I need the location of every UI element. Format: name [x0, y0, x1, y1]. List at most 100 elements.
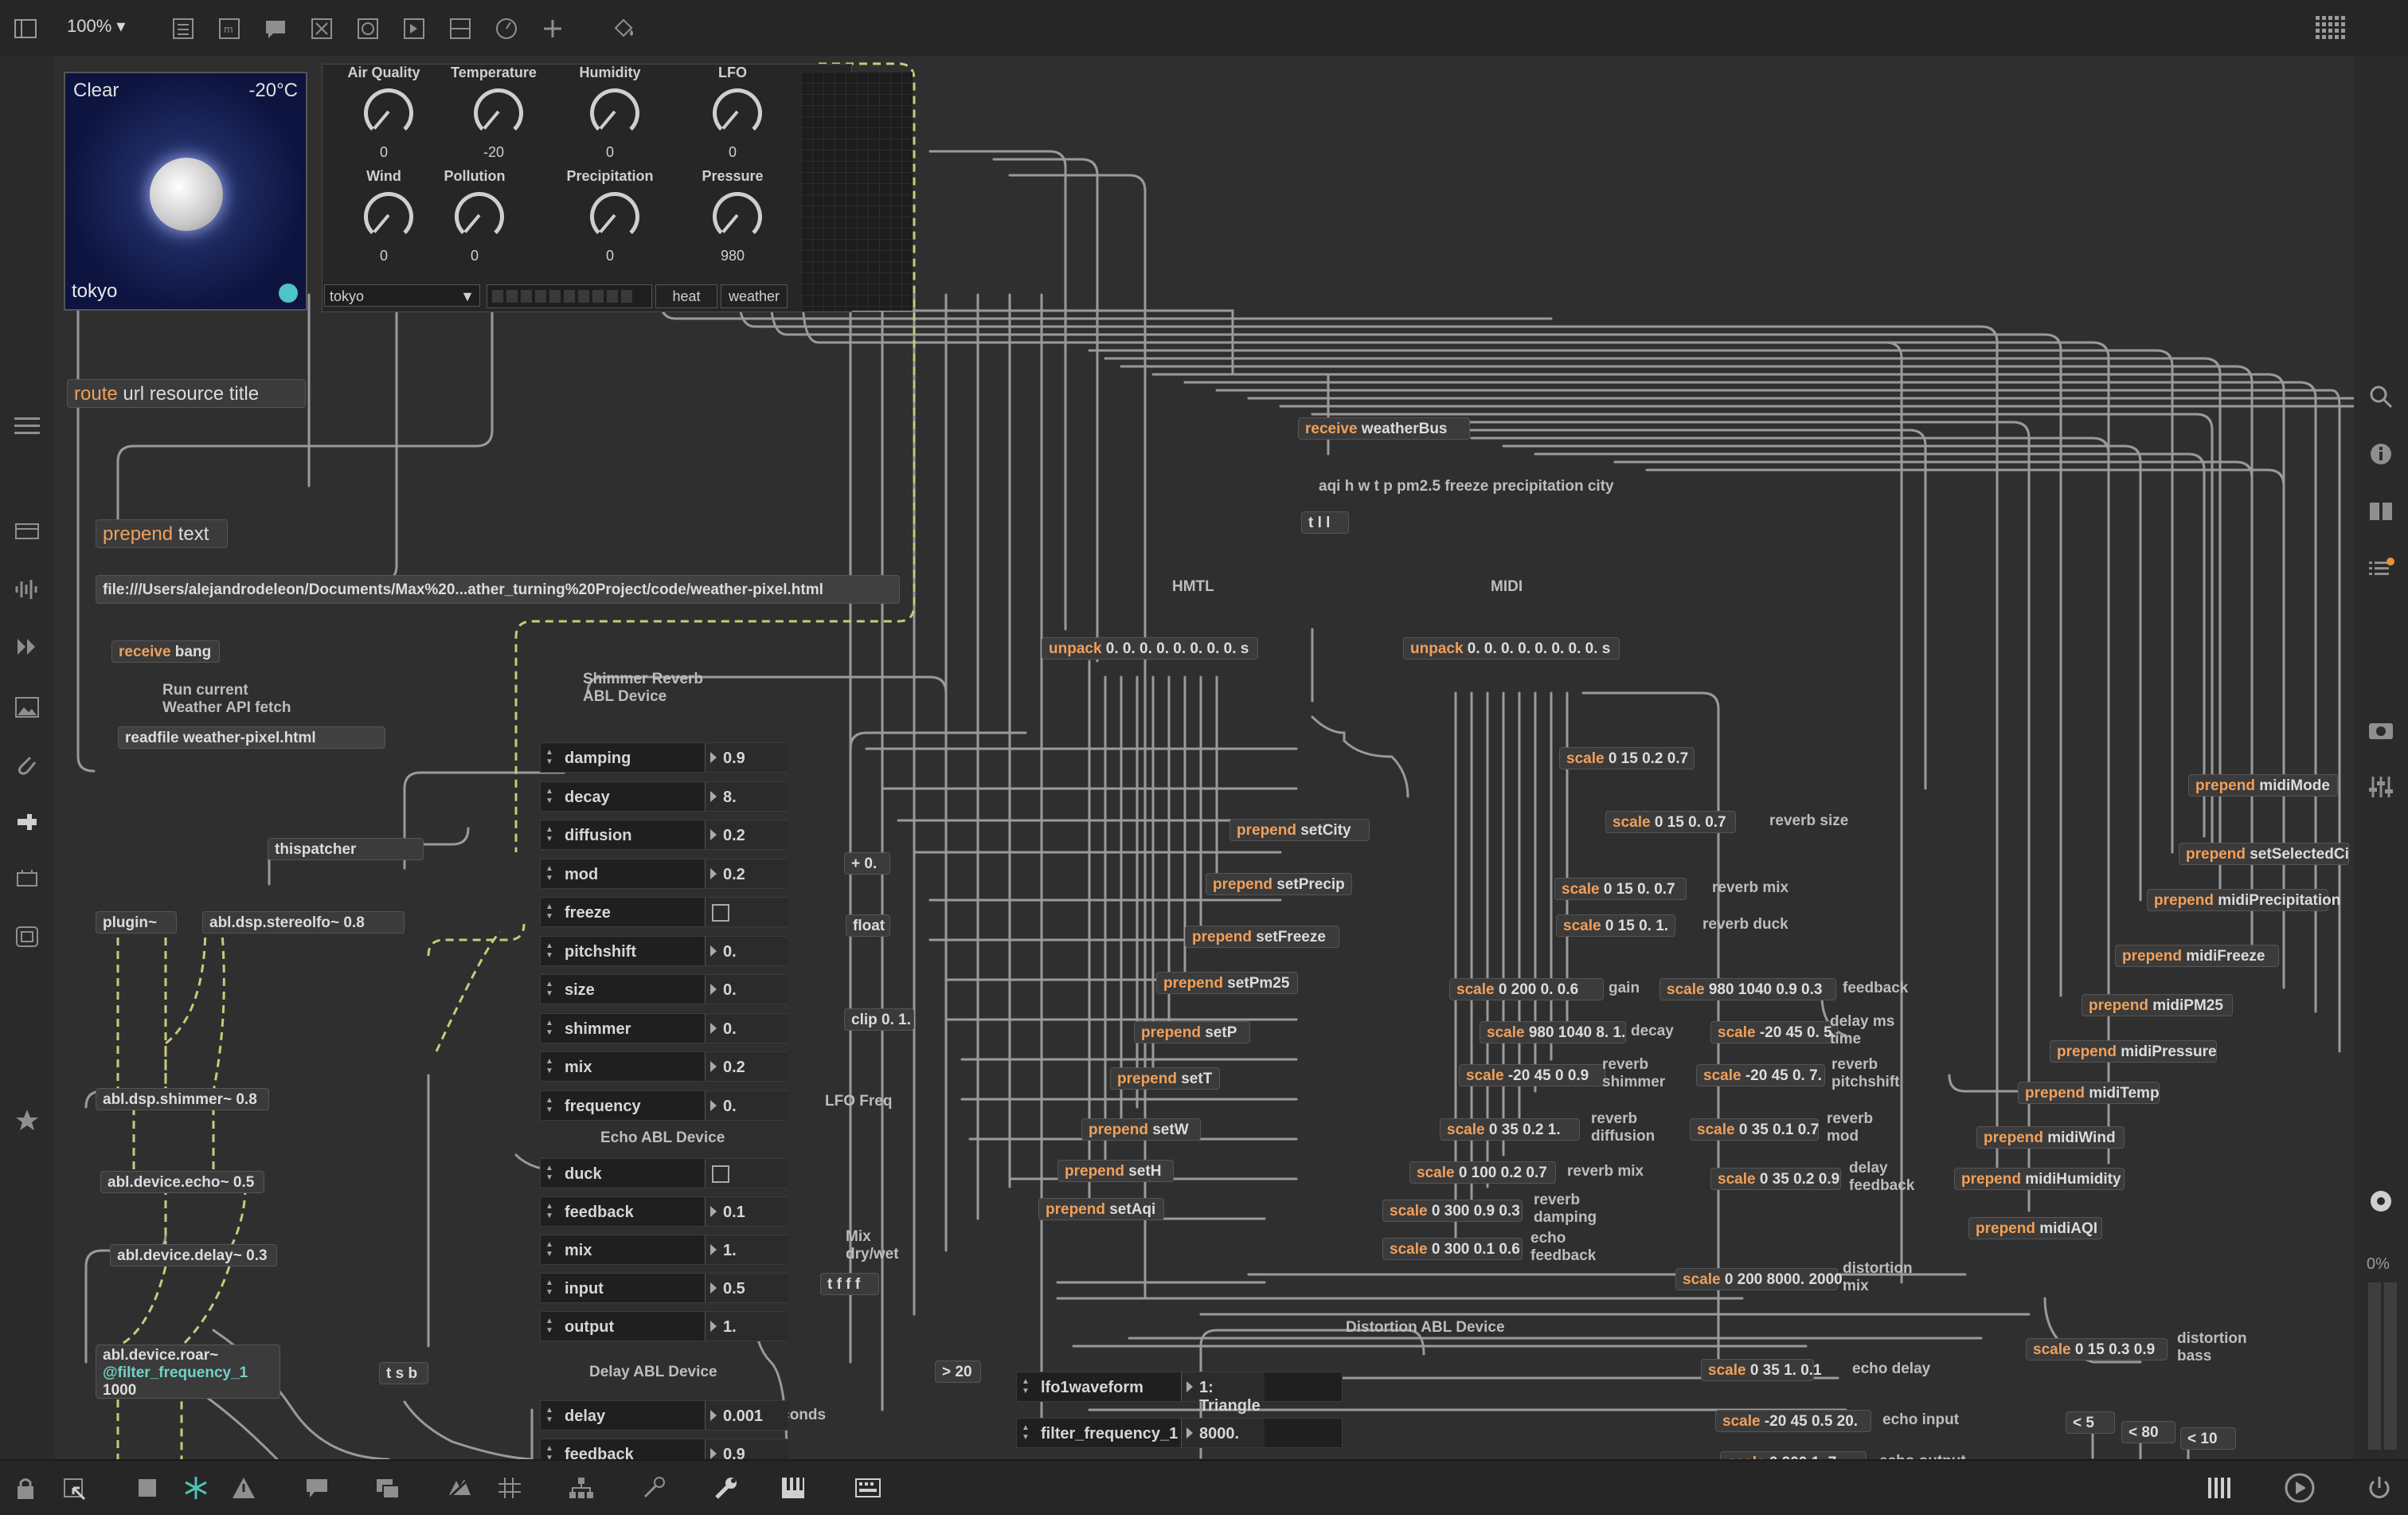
prepend-object[interactable]: prepend midiWind	[1976, 1126, 2125, 1149]
dial-knob-icon[interactable]	[364, 88, 413, 138]
stepper-icon[interactable]: ▲▼	[545, 980, 553, 998]
warning-icon[interactable]	[228, 1472, 260, 1504]
gt20-object[interactable]: > 20	[935, 1360, 981, 1383]
prepend-object[interactable]: prepend setH	[1057, 1160, 1174, 1182]
float-object[interactable]: float	[846, 914, 890, 937]
scale-object[interactable]: scale 0 300 0.1 0.6	[1382, 1238, 1523, 1260]
plus-icon[interactable]	[537, 13, 569, 45]
dial-knob-icon[interactable]	[713, 88, 762, 138]
image-icon[interactable]	[11, 691, 43, 723]
edit-icon[interactable]	[59, 1472, 91, 1504]
layout-icon[interactable]	[2365, 495, 2397, 527]
stepper-icon[interactable]: ▲▼	[545, 1164, 553, 1182]
stepper-icon[interactable]: ▲▼	[545, 825, 553, 844]
param-value-box[interactable]: 1.	[705, 1312, 788, 1341]
weather-button[interactable]: weather	[721, 284, 788, 308]
scale-object[interactable]: scale 0 15 0.3 0.9	[2026, 1338, 2168, 1360]
grid-icon[interactable]	[494, 1472, 526, 1504]
dial-temperature[interactable]: Temperature-20	[434, 65, 553, 168]
dial-icon[interactable]	[491, 13, 522, 45]
scale-object[interactable]: scale 980 1040 8. 1.	[1480, 1021, 1626, 1043]
stereolfo-object[interactable]: abl.dsp.stereolfo~ 0.8	[202, 911, 405, 934]
grid-icon[interactable]	[2314, 13, 2346, 45]
dial-knob-icon[interactable]	[455, 192, 504, 241]
prepend-text-object[interactable]: prepend text	[96, 519, 228, 548]
zoom-selector[interactable]: 100% ▾	[67, 16, 126, 36]
scale-object[interactable]: scale 0 15 0. 1.	[1556, 914, 1675, 937]
param-value-box[interactable]: 0.	[705, 1013, 788, 1043]
prepend-object[interactable]: prepend setAqi	[1038, 1198, 1164, 1220]
param-value-box[interactable]: 0.001	[705, 1401, 788, 1430]
prepend-object[interactable]: prepend midiPM25	[2082, 994, 2233, 1016]
prepend-object[interactable]: prepend setSelectedCi	[2179, 843, 2349, 865]
prepend-object[interactable]: prepend midiPrecipitation	[2147, 889, 2340, 911]
param-value-box[interactable]: 0.	[705, 936, 788, 965]
param-value-box[interactable]: 0.9	[705, 743, 788, 772]
windows-icon[interactable]	[373, 1472, 405, 1504]
scale-object[interactable]: scale -20 45 0.5 20.	[1715, 1410, 1871, 1432]
param-value-box[interactable]: 0.2	[705, 1052, 788, 1081]
slider-icon[interactable]	[444, 13, 476, 45]
stepper-icon[interactable]: ▲▼	[545, 1202, 553, 1220]
comment-icon[interactable]	[260, 13, 291, 45]
prepend-object[interactable]: prepend setPm25	[1156, 972, 1298, 994]
scale-object[interactable]: scale 0 100 0.2 0.7	[1409, 1161, 1556, 1184]
audio-icon[interactable]	[11, 574, 43, 605]
receive-bang-object[interactable]: receive bang	[111, 640, 220, 663]
scale-object[interactable]: scale 0 15 0. 0.7	[1605, 811, 1736, 833]
prepend-object[interactable]: prepend setPrecip	[1206, 873, 1352, 895]
scale-object[interactable]: scale -20 45 0. 5.	[1710, 1021, 1838, 1043]
checkbox[interactable]	[712, 904, 729, 922]
prepend-object[interactable]: prepend setCity	[1229, 819, 1370, 841]
scale-object[interactable]: scale 0 15 0.2 0.7	[1559, 747, 1695, 769]
receive-weatherbus-object[interactable]: receive weatherBus	[1298, 417, 1470, 440]
keyboard-icon[interactable]	[852, 1472, 884, 1504]
wrench-icon[interactable]	[710, 1472, 742, 1504]
presentation-icon[interactable]	[132, 1472, 164, 1504]
param-freeze[interactable]: ▲▼freeze	[540, 897, 788, 927]
dial-knob-icon[interactable]	[590, 88, 639, 138]
unpack-midi-object[interactable]: unpack 0. 0. 0. 0. 0. 0. 0. 0. s	[1403, 637, 1620, 660]
stepper-icon[interactable]: ▲▼	[545, 1240, 553, 1259]
sidebar-icon[interactable]	[2204, 1472, 2236, 1504]
scale-object[interactable]: scale 0 200 0. 0.6	[1449, 978, 1604, 1000]
number-icon[interactable]	[398, 13, 430, 45]
stepper-icon[interactable]: ▲▼	[545, 1444, 553, 1459]
heat-button[interactable]: heat	[655, 284, 717, 308]
prepend-object[interactable]: prepend midiMode	[2188, 774, 2338, 797]
dial-knob-icon[interactable]	[364, 192, 413, 241]
message-icon[interactable]: m	[213, 13, 245, 45]
browser-icon[interactable]	[11, 516, 43, 548]
param-value-box[interactable]: 1: Triangle	[1181, 1372, 1265, 1415]
stepper-icon[interactable]: ▲▼	[545, 1317, 553, 1335]
stepper-icon[interactable]: ▲▼	[545, 1057, 553, 1075]
camera-icon[interactable]	[2365, 714, 2397, 746]
readfile-message[interactable]: readfile weather-pixel.html	[118, 726, 385, 749]
scale-object[interactable]: scale 0 300 0.9 0.3	[1382, 1200, 1523, 1222]
scale-object[interactable]: scale 0 35 1. 0.1	[1701, 1359, 1822, 1381]
tll-object[interactable]: t l l	[1301, 511, 1349, 534]
echo-object[interactable]: abl.device.echo~ 0.5	[100, 1171, 264, 1193]
prepend-object[interactable]: prepend setT	[1110, 1067, 1220, 1090]
list-icon[interactable]	[2365, 553, 2397, 585]
dial-knob-icon[interactable]	[590, 192, 639, 241]
debug-icon[interactable]	[639, 1472, 670, 1504]
scale-object[interactable]: scale 0 200 1. 7	[1720, 1451, 1867, 1459]
scale-object[interactable]: scale 0 15 0. 0.7	[1554, 878, 1687, 900]
